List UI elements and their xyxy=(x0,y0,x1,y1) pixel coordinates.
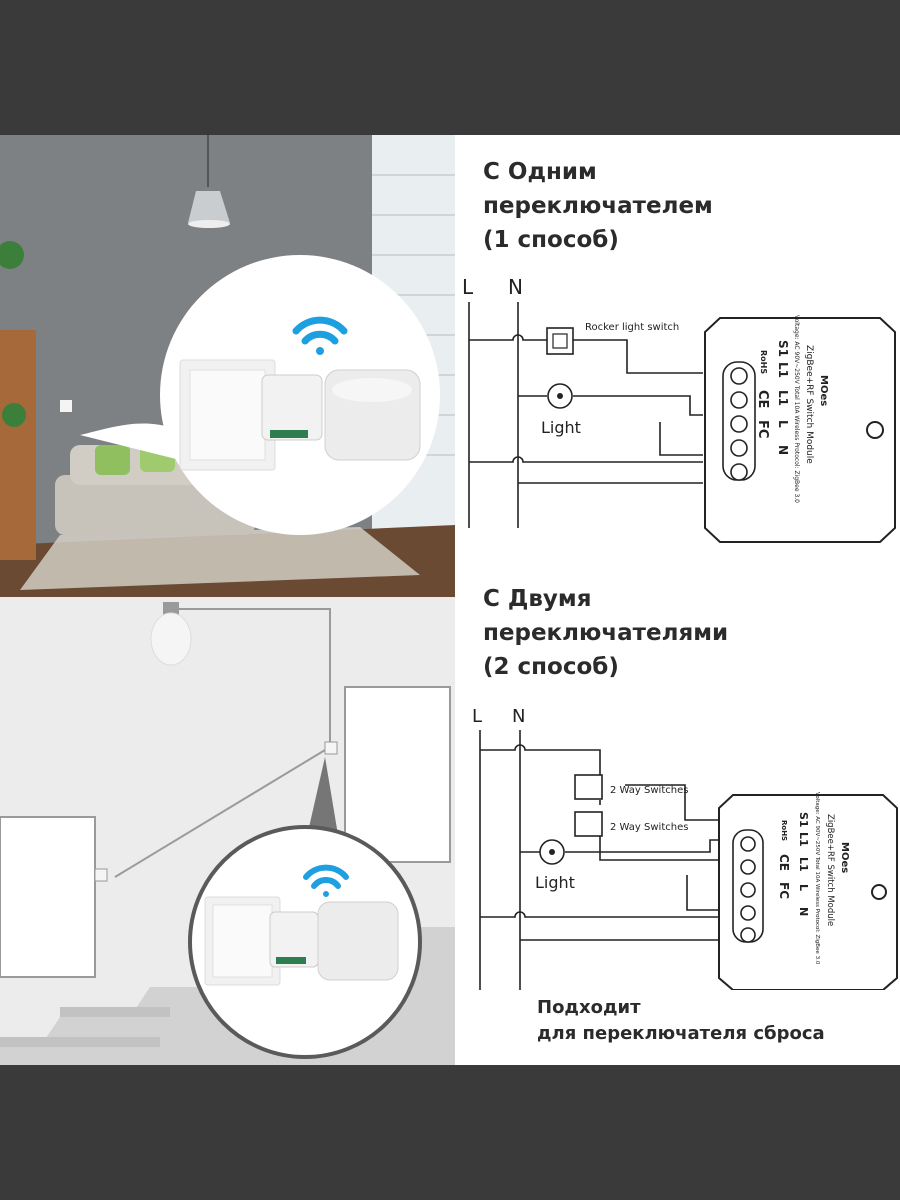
terminal-s1-2: S1 xyxy=(797,812,810,828)
wifi-icon xyxy=(303,864,349,897)
module-spec-2: Voltage: AC 90V~250V Total 10A Wireless … xyxy=(814,792,820,965)
terminal-n-label: N xyxy=(508,275,523,299)
light-label-2: Light xyxy=(535,873,575,892)
rocker-switch-label: Rocker light switch xyxy=(585,322,679,333)
module-spec: Voltage: AC 90V~250V Total 10A Wireless … xyxy=(793,315,800,503)
wiring-diagram-2: L N 2 Way Switches 2 Way Switches L xyxy=(455,700,900,991)
rohs-mark-2: RoHS xyxy=(780,820,788,841)
living-room-photo xyxy=(0,135,455,597)
terminal-s1: S1 xyxy=(776,340,790,357)
scheme-1-title: С Одним переключателем (1 способ) xyxy=(483,159,713,253)
ce-mark: CE xyxy=(755,390,770,408)
terminal-l-label: L xyxy=(462,275,474,299)
rohs-mark: RoHS xyxy=(759,350,768,374)
switch-module-1: MOes ZigBee+RF Switch Module Voltage: AC… xyxy=(704,315,896,543)
terminal-n-label-2: N xyxy=(512,706,525,727)
light-label: Light xyxy=(541,418,581,437)
terminal-l-label-2: L xyxy=(472,706,482,727)
terminal-l1-2: L1 xyxy=(797,857,810,872)
module-name-2: ZigBee+RF Switch Module xyxy=(825,814,835,926)
module-brand: MOes xyxy=(818,375,829,406)
rocker-switch-symbol xyxy=(546,327,574,355)
terminal-l1-a-2: L1 xyxy=(797,832,810,847)
two-way-switch-1 xyxy=(574,774,603,800)
ce-mark-2: CE xyxy=(777,854,791,871)
fc-mark: FC xyxy=(755,420,770,438)
two-way-switch-2-label: 2 Way Switches xyxy=(610,822,688,833)
product-card: С Одним переключателем (1 способ) С Двум… xyxy=(0,135,900,1065)
wiring-diagram-1: Rocker light switch Light L N MOes ZigBe… xyxy=(455,270,900,570)
terminal-n-2: N xyxy=(797,907,810,916)
module-brand-2: MOes xyxy=(839,842,850,873)
bottom-bar xyxy=(0,1065,900,1200)
terminal-l1: L1 xyxy=(776,390,790,406)
terminal-l-2: L xyxy=(797,884,810,891)
two-way-switch-2 xyxy=(574,811,603,837)
top-bar xyxy=(0,0,900,135)
fc-mark-2: FC xyxy=(777,882,791,899)
reset-switch-note: Подходит для переключателя сброса xyxy=(537,997,825,1044)
switch-module-2: MOes ZigBee+RF Switch Module Voltage: AC… xyxy=(718,792,898,991)
terminal-n: N xyxy=(776,445,790,455)
two-way-switch-1-label: 2 Way Switches xyxy=(610,785,688,796)
module-name: ZigBee+RF Switch Module xyxy=(804,345,814,464)
staircase-photo xyxy=(0,597,455,1065)
scheme-2-title: С Двумя переключателями (2 способ) xyxy=(483,586,729,680)
terminal-l: L xyxy=(776,420,790,428)
wifi-icon xyxy=(292,316,348,355)
terminal-l1-a: L1 xyxy=(776,362,790,378)
